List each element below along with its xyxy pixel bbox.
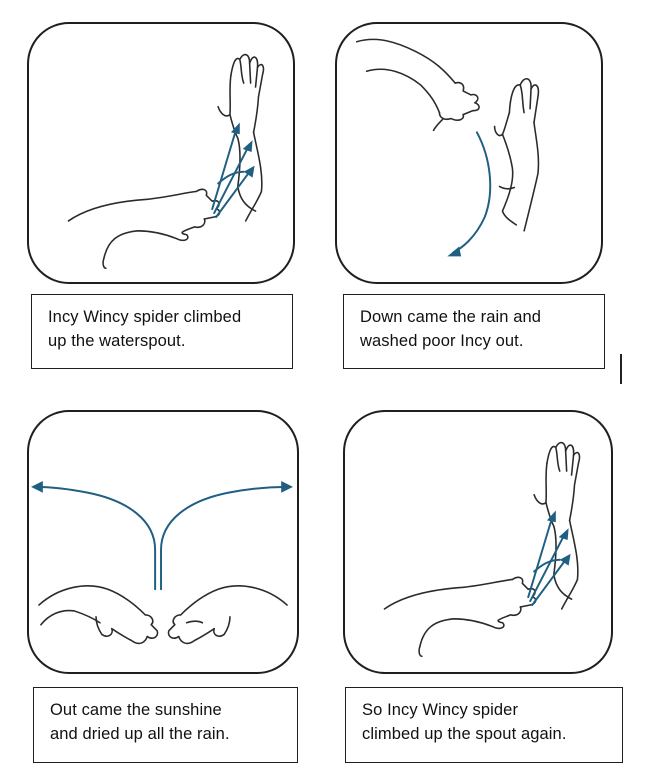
text-cursor-mark <box>620 354 622 384</box>
caption-line: and dried up all the rain. <box>50 725 230 743</box>
hands-rain-illustration <box>355 38 540 257</box>
hands-climbing-illustration <box>67 53 265 270</box>
caption-line: So Incy Wincy spider <box>362 701 519 719</box>
illustration-panel-4 <box>343 410 613 674</box>
caption-box-3: Out came the sunshine and dried up all t… <box>33 687 298 763</box>
caption-box-2: Down came the rain and washed poor Incy … <box>343 294 605 369</box>
illustration-panel-3 <box>27 410 299 674</box>
caption-line: Out came the sunshine <box>50 701 222 719</box>
hands-climbing-again-illustration <box>383 441 581 658</box>
caption-line: climbed up the spout again. <box>362 725 567 743</box>
arms-sunshine-illustration <box>31 480 293 645</box>
caption-box-1: Incy Wincy spider climbed up the watersp… <box>31 294 293 369</box>
caption-line: Down came the rain and <box>360 308 542 326</box>
caption-line: washed poor Incy out. <box>360 332 524 350</box>
caption-line: Incy Wincy spider climbed <box>48 308 242 326</box>
caption-line: up the waterspout. <box>48 332 186 350</box>
caption-box-4: So Incy Wincy spider climbed up the spou… <box>345 687 623 763</box>
illustration-panel-1 <box>27 22 295 284</box>
illustration-panel-2 <box>335 22 603 284</box>
